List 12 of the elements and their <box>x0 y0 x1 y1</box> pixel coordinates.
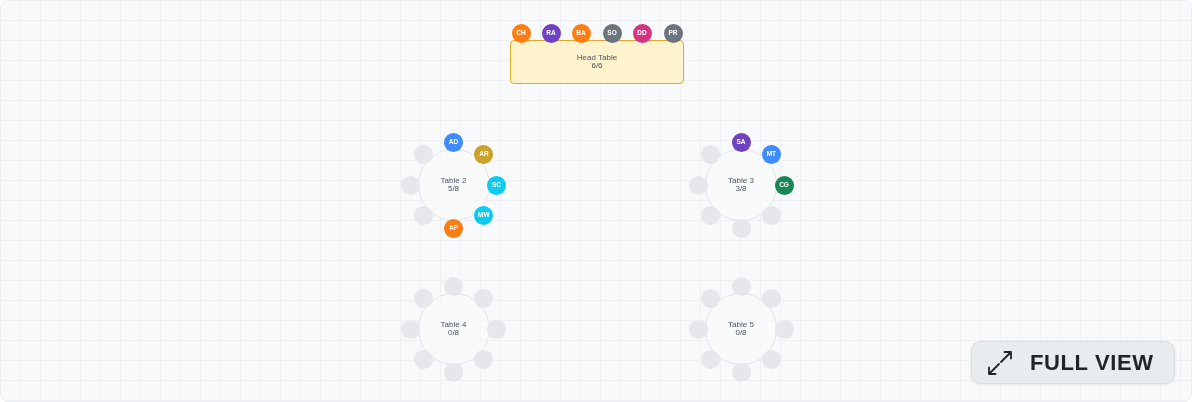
table-name: Table 3 <box>728 177 754 185</box>
table-name: Table 4 <box>440 321 467 329</box>
seat-count: 0/8 <box>447 329 460 337</box>
full-view-button: FULL VIEW <box>971 341 1175 384</box>
table-name: Head Table <box>576 54 618 62</box>
head-table <box>510 40 684 84</box>
table-name: Table 2 <box>440 177 467 185</box>
seat-count: 0/8 <box>735 329 747 337</box>
seat-count: 6/6 <box>591 62 603 70</box>
seat-count: 5/8 <box>447 185 460 193</box>
table-name: Table 5 <box>728 321 754 329</box>
seat-count: 3/8 <box>735 185 747 193</box>
